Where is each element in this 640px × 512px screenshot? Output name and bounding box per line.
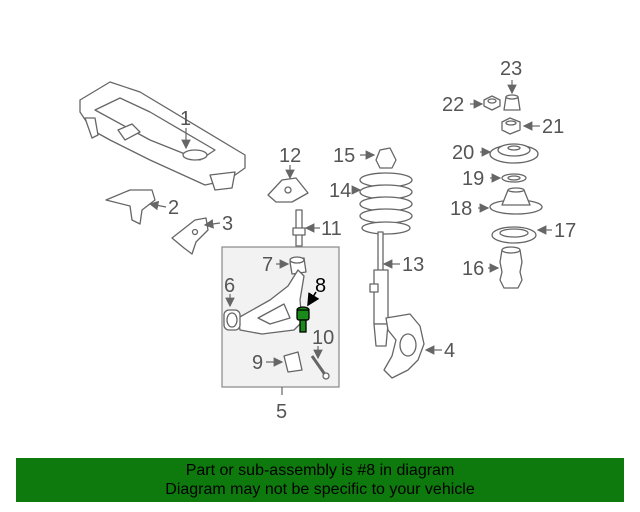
bracket-part-3[interactable]	[171, 217, 209, 255]
nut-part-22[interactable]	[483, 95, 501, 111]
mount-part-20[interactable]	[489, 143, 539, 164]
spring-seat-part-18[interactable]	[489, 187, 543, 215]
knuckle-part-4[interactable]	[383, 313, 425, 379]
callout-7: 7	[262, 254, 273, 276]
cap-part-23[interactable]	[503, 94, 521, 111]
callout-22: 22	[442, 94, 464, 116]
nut-part-21[interactable]	[501, 117, 521, 135]
callout-23: 23	[500, 58, 522, 80]
plate-part-12[interactable]	[267, 177, 309, 203]
bushing-part-7[interactable]	[289, 256, 307, 275]
seat-part-17[interactable]	[491, 226, 537, 244]
bushing-part-9[interactable]	[283, 351, 303, 373]
callout-18: 18	[450, 198, 472, 220]
callout-10: 10	[312, 327, 334, 349]
callout-4: 4	[444, 340, 455, 362]
callout-11: 11	[321, 218, 342, 240]
strut-part-13[interactable]	[369, 231, 389, 347]
callout-17: 17	[554, 220, 576, 242]
callout-15: 15	[333, 145, 355, 167]
banner-line-1: Part or sub-assembly is #8 in diagram	[185, 462, 455, 479]
bolt-part-10[interactable]	[310, 355, 330, 380]
callout-21: 21	[542, 116, 564, 138]
callout-1: 1	[180, 108, 191, 130]
boot-part-16[interactable]	[499, 246, 523, 289]
stud-part-11[interactable]	[292, 209, 306, 247]
callout-19: 19	[462, 168, 484, 190]
callout-6: 6	[224, 275, 235, 297]
callout-5: 5	[276, 401, 287, 423]
callout-2: 2	[168, 197, 179, 219]
info-banner: Part or sub-assembly is #8 in diagram Di…	[16, 458, 624, 502]
coil-spring-part-14[interactable]	[359, 172, 413, 235]
callout-12: 12	[279, 145, 301, 167]
parts-diagram: 1 2 3 12 11 5 7 6	[79, 58, 576, 423]
callout-13: 13	[402, 254, 424, 276]
callout-8: 8	[315, 275, 326, 297]
callout-20: 20	[452, 142, 474, 164]
bushing-part-6[interactable]	[223, 309, 241, 331]
bracket-part-2[interactable]	[105, 189, 156, 225]
crossmember-part[interactable]	[79, 81, 246, 191]
ball-joint-part-8[interactable]	[296, 306, 310, 333]
callout-9: 9	[252, 352, 263, 374]
banner-line-2: Diagram may not be specific to your vehi…	[165, 481, 475, 498]
washer-part-19[interactable]	[501, 173, 527, 183]
callout-16: 16	[462, 258, 484, 280]
callout-3: 3	[222, 213, 233, 235]
bump-stop-part-15[interactable]	[375, 147, 397, 169]
callout-14: 14	[329, 180, 351, 202]
control-arm-part[interactable]	[237, 269, 305, 335]
